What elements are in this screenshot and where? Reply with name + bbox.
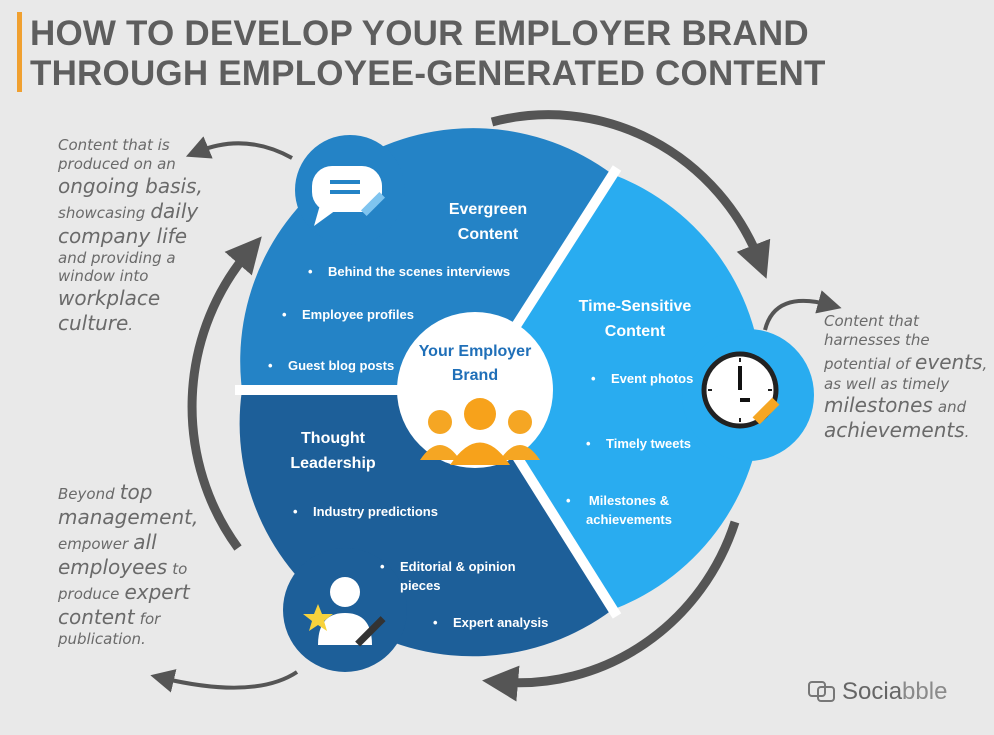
bullet: • (282, 307, 287, 322)
desc-fragment: achievements (824, 418, 965, 443)
desc-fragment: showcasing (58, 203, 146, 222)
arrow-to-evergreen-desc (185, 136, 293, 160)
desc-line: Content that (824, 312, 919, 330)
desc-line: harnesses the (824, 330, 930, 349)
evergreen-item-1: • Behind the scenes interviews (308, 263, 511, 282)
center-title-line-1: Your Employer (418, 343, 532, 360)
evergreen-item-1-text: Behind the scenes interviews (328, 264, 511, 279)
bullet: • (268, 358, 273, 373)
logo-text-part-2: bble (902, 678, 948, 705)
desc-fragment: employees (58, 555, 168, 579)
desc-line: management, (58, 505, 199, 529)
thought-leadership-title-line-1: Thought (301, 430, 365, 447)
cycle-arrow-left (187, 236, 262, 551)
thought-item-3: • Expert analysis (433, 614, 549, 633)
bullet: • (591, 371, 596, 386)
desc-fragment: . (128, 316, 134, 334)
evergreen-description: Content that is produced on an ongoing b… (58, 136, 248, 336)
thought-item-1: • Industry predictions (293, 503, 438, 522)
desc-fragment: Beyond (58, 485, 115, 503)
thought-leadership-title: Thought Leadership (268, 427, 398, 477)
title-line-2: THROUGH EMPLOYEE-GENERATED CONTENT (30, 54, 826, 93)
thought-item-2-text: Editorial & opinion (400, 559, 516, 574)
title-accent-bar (17, 12, 22, 92)
time-sensitive-item-1-text: Event photos (611, 371, 694, 386)
time-sensitive-item-1: • Event photos (591, 370, 694, 389)
desc-line: as well as timely (824, 374, 950, 393)
desc-line: publication. (58, 630, 146, 648)
arrow-to-thought-desc (150, 669, 299, 693)
desc-fragment: to (172, 560, 188, 578)
center-title: Your Employer Brand (405, 340, 545, 388)
arrow-to-time-desc (763, 290, 842, 331)
clock-pencil-icon (682, 329, 814, 461)
center-title-line-2: Brand (451, 367, 499, 384)
cycle-arrow-top (490, 110, 771, 279)
desc-fragment: all (133, 530, 157, 554)
time-sensitive-title-line-2: Content (604, 322, 666, 340)
desc-line: ongoing basis, (58, 173, 203, 198)
evergreen-item-2: • Employee profiles (282, 306, 414, 325)
title-line-1: HOW TO DEVELOP YOUR EMPLOYER BRAND (30, 14, 809, 53)
desc-fragment: and (937, 398, 967, 417)
evergreen-item-2-text: Employee profiles (302, 307, 414, 322)
bullet: • (433, 615, 438, 630)
people-group-icon (420, 398, 540, 465)
bullet: • (380, 559, 385, 574)
time-sensitive-item-2-text: Timely tweets (606, 436, 692, 451)
time-sensitive-item-3-text-2: achievements (586, 511, 672, 527)
evergreen-title: Evergreen Content (418, 198, 558, 248)
sociabble-logo: Sociabble (808, 678, 947, 706)
desc-fragment: expert (124, 580, 190, 604)
bullet: • (293, 504, 298, 519)
thought-leadership-title-line-2: Leadership (290, 454, 376, 472)
time-sensitive-description: Content that harnesses the potential of … (824, 312, 994, 443)
desc-fragment: . (964, 423, 970, 442)
bullet: • (308, 264, 313, 279)
chat-bubble-pencil-icon (295, 135, 405, 245)
desc-fragment: , (982, 354, 988, 373)
person-star-pen-icon (283, 548, 407, 672)
desc-line: and providing a (58, 248, 176, 267)
desc-fragment: content (58, 605, 135, 629)
desc-line: company life (58, 223, 187, 248)
desc-fragment: culture (58, 311, 129, 335)
cycle-arrow-bottom (482, 520, 740, 702)
logo-text-part-1: Socia (842, 678, 903, 705)
time-sensitive-title: Time-Sensitive Content (560, 295, 710, 345)
desc-line: produced on an (58, 154, 176, 173)
desc-line: Content that is (58, 136, 170, 154)
evergreen-item-3-text: Guest blog posts (288, 358, 395, 373)
time-sensitive-item-3-text: Milestones & (588, 493, 670, 508)
desc-fragment: milestones (824, 393, 933, 418)
desc-line: workplace (58, 286, 161, 310)
sociabble-logo-icon (808, 681, 835, 702)
thought-item-1-text: Industry predictions (313, 504, 438, 519)
time-sensitive-item-3: • Milestones & achievements (566, 492, 672, 530)
time-sensitive-item-2: • Timely tweets (586, 435, 692, 454)
thought-leadership-description: Beyond top management, empower all emplo… (58, 480, 248, 649)
bullet: • (586, 436, 591, 451)
evergreen-title-line-1: Evergreen (448, 201, 528, 218)
desc-fragment: potential of (824, 354, 910, 373)
bullet: • (566, 493, 571, 508)
desc-fragment: daily (150, 198, 199, 223)
thought-item-3-text: Expert analysis (453, 615, 549, 630)
time-sensitive-title-line-1: Time-Sensitive (578, 298, 692, 315)
desc-fragment: produce (58, 585, 120, 603)
desc-fragment: for (139, 610, 161, 628)
evergreen-title-line-2: Content (457, 225, 519, 243)
evergreen-item-3: • Guest blog posts (268, 357, 395, 376)
desc-line: window into (58, 267, 149, 286)
thought-item-2: • Editorial & opinion pieces (380, 558, 516, 596)
thought-item-2-text-2: pieces (400, 577, 441, 593)
desc-fragment: events (915, 349, 983, 374)
desc-fragment: empower (58, 535, 129, 553)
desc-fragment: top (119, 480, 153, 504)
